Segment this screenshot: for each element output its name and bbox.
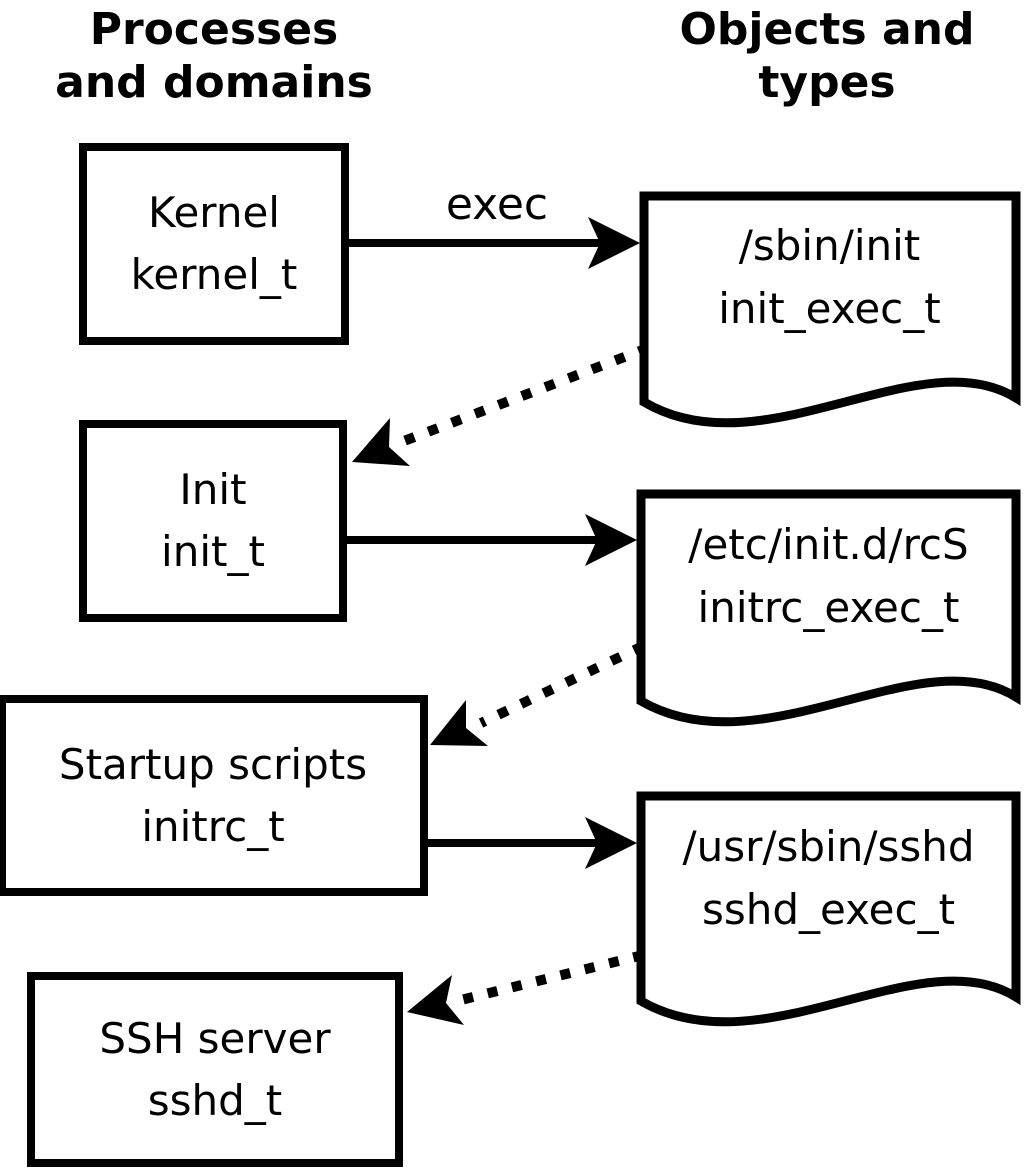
process-name: SSH server <box>99 1013 331 1063</box>
process-name: Startup scripts <box>58 739 368 789</box>
solid-arrow-kernel-to-sbin-init <box>349 217 640 269</box>
solid-arrow-init-to-rcS <box>347 514 637 566</box>
process-domain-type: init_t <box>161 527 265 576</box>
arrowhead-icon <box>588 217 640 269</box>
process-name: Init <box>179 465 247 514</box>
dotted-arrow-init-exec-to-init <box>352 343 650 466</box>
process-domain-type: initrc_t <box>141 801 285 851</box>
process-domain-type: sshd_t <box>147 1075 283 1125</box>
column-title-objects: Objects and types <box>630 3 1024 109</box>
document-shape-etc-initd-rcS <box>636 489 1021 727</box>
arrowhead-icon <box>430 700 488 746</box>
dotted-arrow-initrc-exec-to-initrc <box>430 641 646 746</box>
object-type: init_exec_t <box>718 284 941 333</box>
process-box-startup-scripts: Startup scripts initrc_t <box>0 695 428 896</box>
process-box-init: Init init_t <box>79 420 347 622</box>
document-label-sbin-init: /sbin/init init_exec_t <box>642 214 1017 340</box>
arrowhead-icon <box>352 418 410 466</box>
object-path: /sbin/init <box>738 221 921 270</box>
object-path: /usr/sbin/sshd <box>682 822 975 871</box>
document-shape-sbin-init <box>639 191 1021 428</box>
column-title-processes-line2: and domains <box>55 57 373 108</box>
column-title-objects-line1: Objects and <box>679 4 975 55</box>
column-title-objects-line2: types <box>758 57 896 108</box>
document-label-usr-sbin-sshd: /usr/sbin/sshd sshd_exec_t <box>641 815 1016 941</box>
process-domain-type: kernel_t <box>130 250 298 299</box>
dotted-arrow-sshd-exec-to-sshd <box>407 950 645 1025</box>
solid-arrow-initrc-to-sshd <box>427 817 637 869</box>
process-name: Kernel <box>148 188 280 237</box>
document-shape-usr-sbin-sshd <box>636 791 1021 1027</box>
exec-arrow-label: exec <box>445 179 549 230</box>
column-title-processes-line1: Processes <box>89 4 339 55</box>
arrowhead-icon <box>585 817 637 869</box>
object-type: sshd_exec_t <box>701 885 956 934</box>
arrowhead-icon <box>585 514 637 566</box>
document-label-etc-initd-rcS: /etc/init.d/rcS initrc_exec_t <box>641 513 1016 639</box>
object-path: /etc/init.d/rcS <box>688 520 969 569</box>
process-box-kernel: Kernel kernel_t <box>79 143 349 345</box>
arrowhead-icon <box>407 975 464 1025</box>
object-type: initrc_exec_t <box>697 583 960 632</box>
column-title-processes: Processes and domains <box>15 3 413 109</box>
process-box-ssh-server: SSH server sshd_t <box>27 972 403 1167</box>
